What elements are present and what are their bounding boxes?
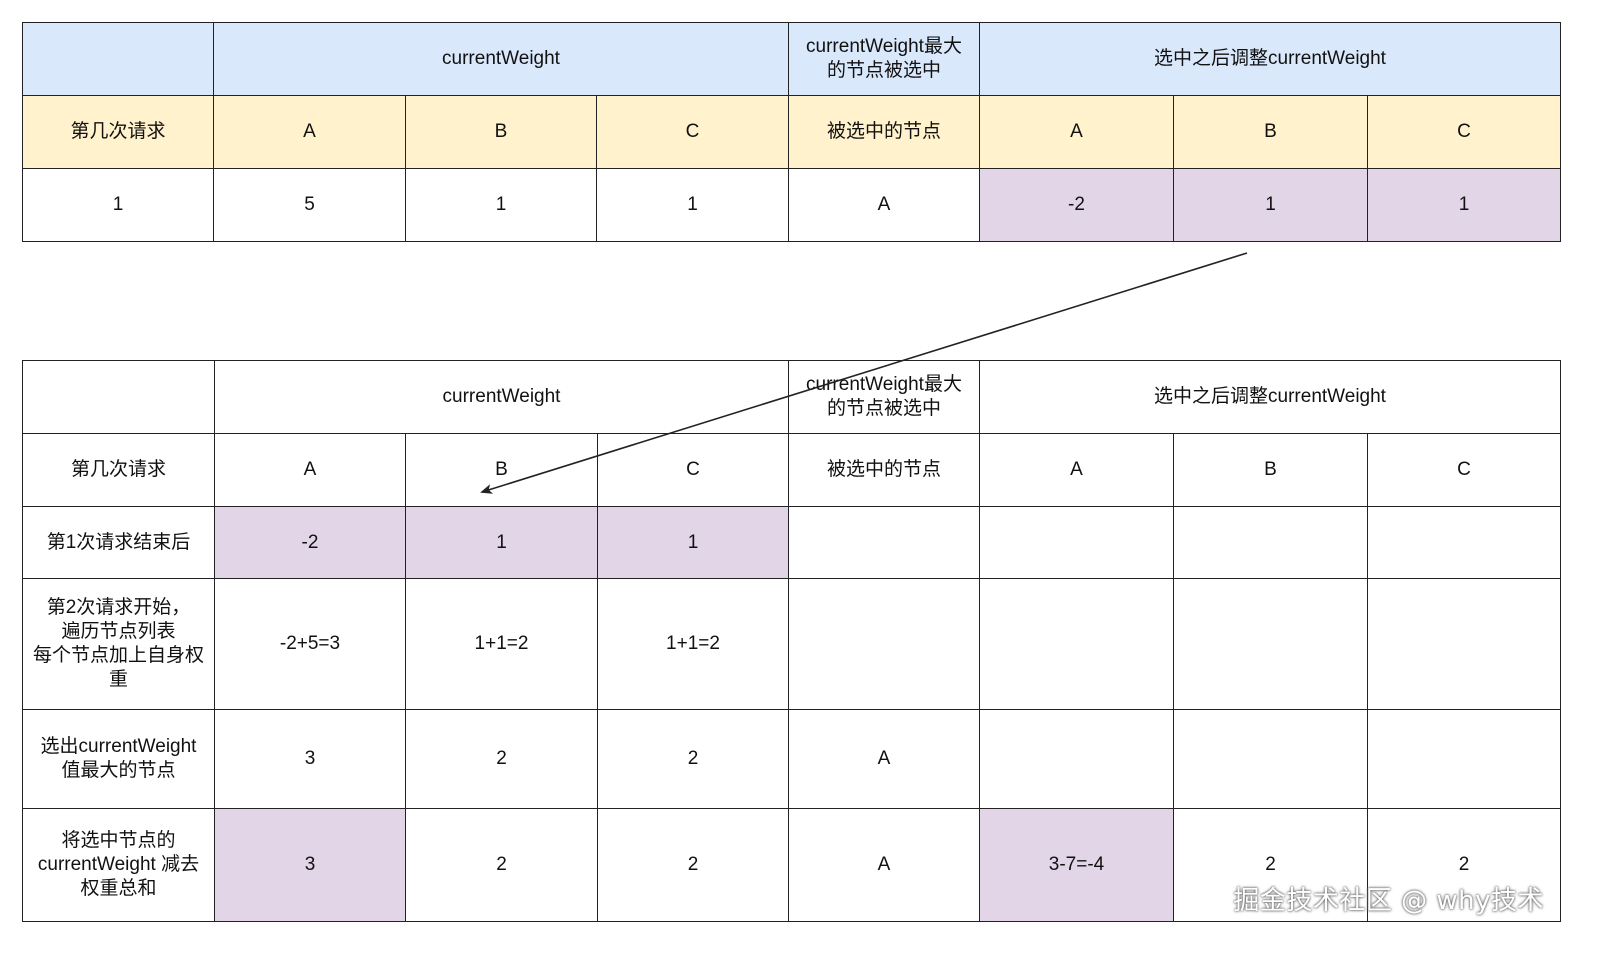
subheader-c: C bbox=[596, 95, 789, 169]
cell-selected-node: A bbox=[788, 709, 980, 809]
header-max-selected: currentWeight最大 的节点被选中 bbox=[788, 22, 980, 96]
cell-adjusted-a bbox=[979, 578, 1174, 710]
cell-weight-c: 2 bbox=[597, 709, 789, 809]
subheader-adjusted-b: B bbox=[1173, 95, 1368, 169]
cell-weight-c: 1 bbox=[597, 506, 789, 579]
cell-adjusted-c bbox=[1367, 709, 1561, 809]
cell-adjusted-a: 3-7=-4 bbox=[979, 808, 1174, 922]
subheader-c: C bbox=[597, 433, 789, 507]
cell-weight-b: 2 bbox=[405, 808, 598, 922]
weights-table-first-request: currentWeight currentWeight最大 的节点被选中 选中之… bbox=[22, 22, 1561, 242]
subheader-a: A bbox=[214, 433, 406, 507]
cell-adjusted-a bbox=[979, 709, 1174, 809]
cell-adjusted-b bbox=[1173, 709, 1368, 809]
subheader-adjusted-c: C bbox=[1367, 433, 1561, 507]
subheader-a: A bbox=[213, 95, 406, 169]
cell-adjusted-c bbox=[1367, 506, 1561, 579]
weights-table-second-request: currentWeight currentWeight最大 的节点被选中 选中之… bbox=[22, 360, 1561, 922]
cell-adjusted-b bbox=[1173, 578, 1368, 710]
subheader-selected-node: 被选中的节点 bbox=[788, 95, 980, 169]
header-empty-cell bbox=[22, 22, 214, 96]
cell-weight-c: 1+1=2 bbox=[597, 578, 789, 710]
subheader-adjusted-a: A bbox=[979, 95, 1174, 169]
header-max-selected: currentWeight最大 的节点被选中 bbox=[788, 360, 980, 434]
row-label: 选出currentWeight 值最大的节点 bbox=[22, 709, 215, 809]
subheader-adjusted-b: B bbox=[1173, 433, 1368, 507]
row-label: 第1次请求结束后 bbox=[22, 506, 215, 579]
header-adjust-current-weight: 选中之后调整currentWeight bbox=[979, 360, 1561, 434]
table-row: 第2次请求开始， 遍历节点列表 每个节点加上自身权 重 -2+5=3 1+1=2… bbox=[22, 578, 1561, 710]
cell-weight-a: 3 bbox=[214, 808, 406, 922]
header-adjust-current-weight: 选中之后调整currentWeight bbox=[979, 22, 1561, 96]
table-row: 选出currentWeight 值最大的节点 3 2 2 A bbox=[22, 709, 1561, 809]
watermark: 掘金技术社区 @ why技术 bbox=[1233, 886, 1544, 916]
subheader-request-index: 第几次请求 bbox=[22, 95, 214, 169]
cell-weight-a: 3 bbox=[214, 709, 406, 809]
cell-selected-node bbox=[788, 506, 980, 579]
cell-weight-c: 2 bbox=[597, 808, 789, 922]
cell-adjusted-a: -2 bbox=[979, 168, 1174, 242]
subheader-b: B bbox=[405, 95, 597, 169]
cell-selected-node: A bbox=[788, 808, 980, 922]
cell-adjusted-b bbox=[1173, 506, 1368, 579]
cell-adjusted-b: 1 bbox=[1173, 168, 1368, 242]
subheader-adjusted-c: C bbox=[1367, 95, 1561, 169]
cell-adjusted-c: 1 bbox=[1367, 168, 1561, 242]
subheader-adjusted-a: A bbox=[979, 433, 1174, 507]
cell-adjusted-a bbox=[979, 506, 1174, 579]
header-current-weight: currentWeight bbox=[213, 22, 789, 96]
cell-weight-b: 1+1=2 bbox=[405, 578, 598, 710]
header-current-weight: currentWeight bbox=[214, 360, 789, 434]
row-label: 将选中节点的 currentWeight 减去 权重总和 bbox=[22, 808, 215, 922]
cell-weight-b: 1 bbox=[405, 506, 598, 579]
subheader-selected-node: 被选中的节点 bbox=[788, 433, 980, 507]
row-label: 第2次请求开始， 遍历节点列表 每个节点加上自身权 重 bbox=[22, 578, 215, 710]
cell-weight-b: 2 bbox=[405, 709, 598, 809]
cell-adjusted-c bbox=[1367, 578, 1561, 710]
cell-request-number: 1 bbox=[22, 168, 214, 242]
cell-weight-b: 1 bbox=[405, 168, 597, 242]
cell-adjusted-c: 2 bbox=[1367, 808, 1561, 922]
subheader-b: B bbox=[405, 433, 598, 507]
cell-weight-a: 5 bbox=[213, 168, 406, 242]
header-empty-cell bbox=[22, 360, 215, 434]
cell-weight-c: 1 bbox=[596, 168, 789, 242]
subheader-request-index: 第几次请求 bbox=[22, 433, 215, 507]
cell-weight-a: -2 bbox=[214, 506, 406, 579]
cell-weight-a: -2+5=3 bbox=[214, 578, 406, 710]
table-row: 第1次请求结束后 -2 1 1 bbox=[22, 506, 1561, 579]
cell-selected-node: A bbox=[788, 168, 980, 242]
cell-selected-node bbox=[788, 578, 980, 710]
cell-adjusted-b: 2 bbox=[1173, 808, 1368, 922]
table-row: 将选中节点的 currentWeight 减去 权重总和 3 2 2 A 3-7… bbox=[22, 808, 1561, 922]
